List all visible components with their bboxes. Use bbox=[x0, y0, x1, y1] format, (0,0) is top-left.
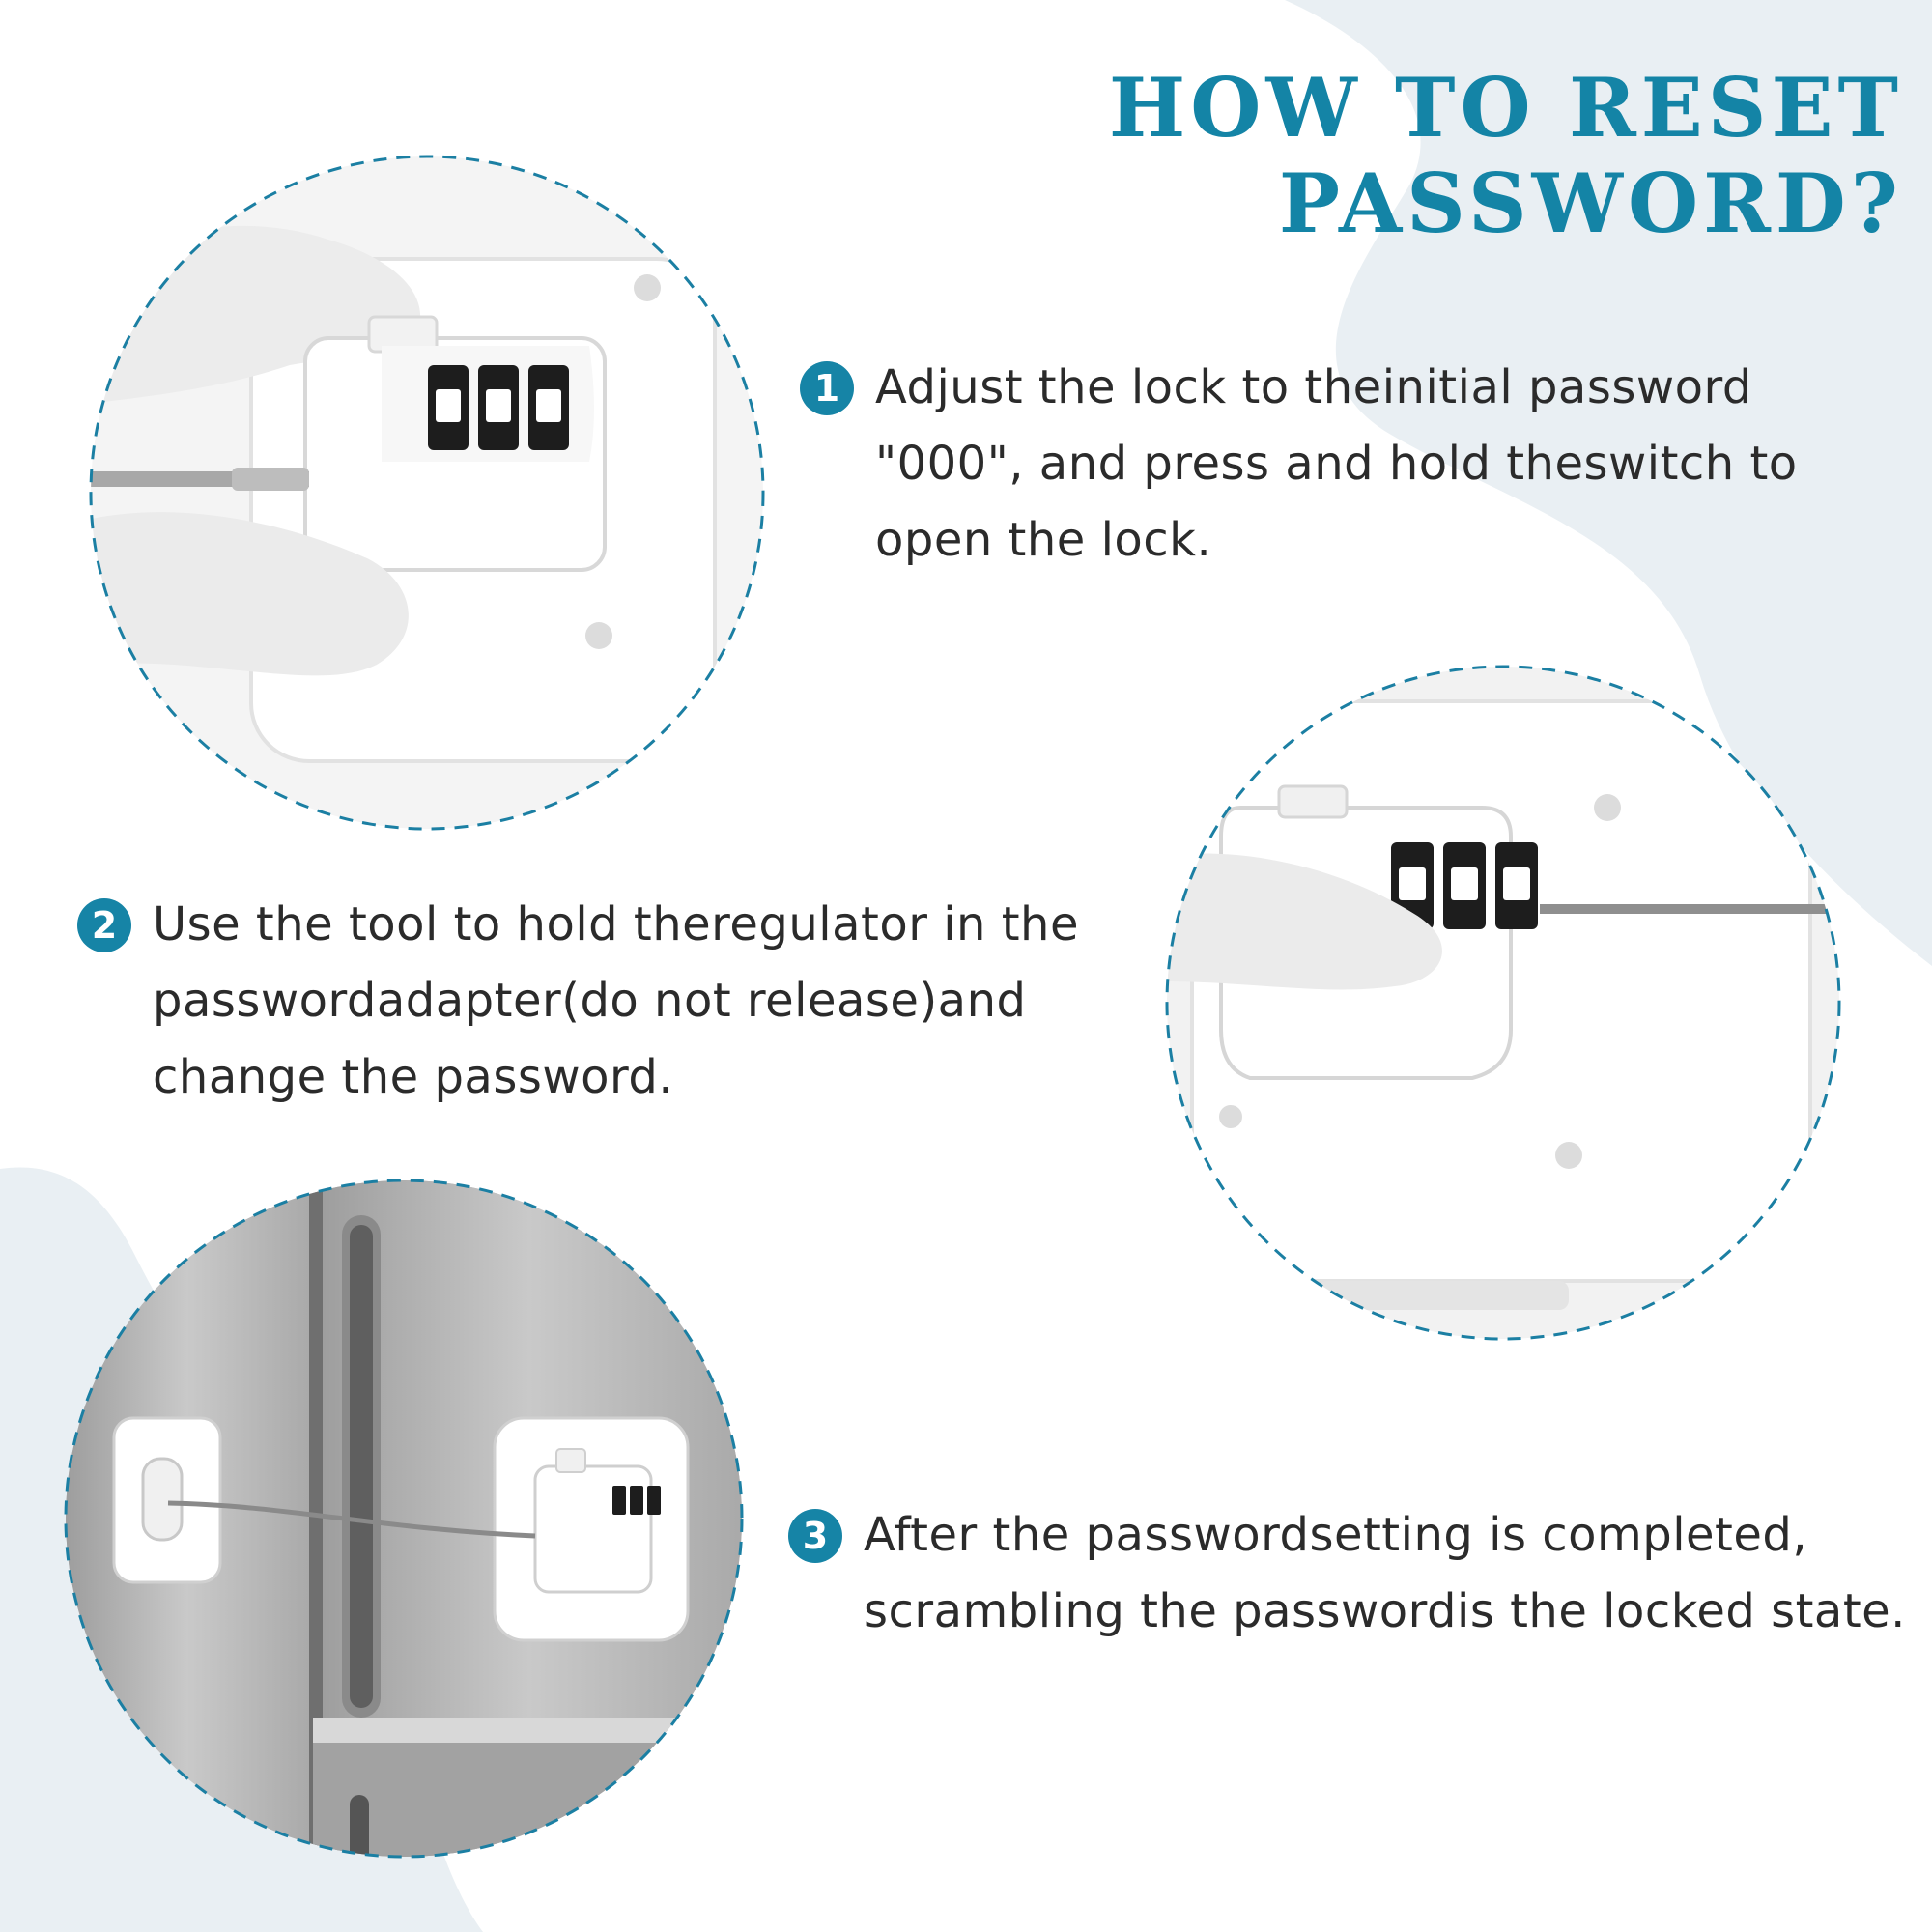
step-3: 3 After the passwordsetting is completed… bbox=[788, 1497, 1918, 1650]
photo-circle-step-2 bbox=[1165, 665, 1841, 1341]
step-number-badge: 3 bbox=[788, 1509, 842, 1563]
step-1: 1 Adjust the lock to theinitial password… bbox=[800, 350, 1911, 579]
step-text: Use the tool to hold theregulator in the… bbox=[153, 897, 1079, 1104]
step-text: Adjust the lock to theinitial password "… bbox=[875, 360, 1798, 567]
step-number-badge: 2 bbox=[77, 898, 131, 952]
step-number-badge: 1 bbox=[800, 361, 854, 415]
background-blob-top-right bbox=[1285, 0, 1932, 966]
photo-circle-step-3 bbox=[64, 1179, 744, 1859]
step-2: 2 Use the tool to hold theregulator in t… bbox=[77, 887, 1140, 1116]
page-title: HOW TO RESET PASSWORD? bbox=[1108, 60, 1903, 251]
photo-circle-step-1 bbox=[89, 155, 765, 831]
step-text: After the passwordsetting is completed, … bbox=[864, 1508, 1906, 1638]
combination-dials bbox=[428, 365, 569, 450]
